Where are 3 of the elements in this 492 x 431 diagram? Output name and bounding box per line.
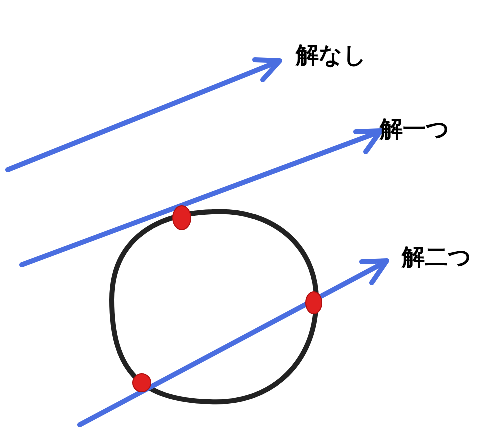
answer-label: 解二つ — [402, 244, 472, 273]
answer-label: 解一つ — [380, 116, 450, 145]
answer-label: 解なし — [296, 42, 367, 71]
